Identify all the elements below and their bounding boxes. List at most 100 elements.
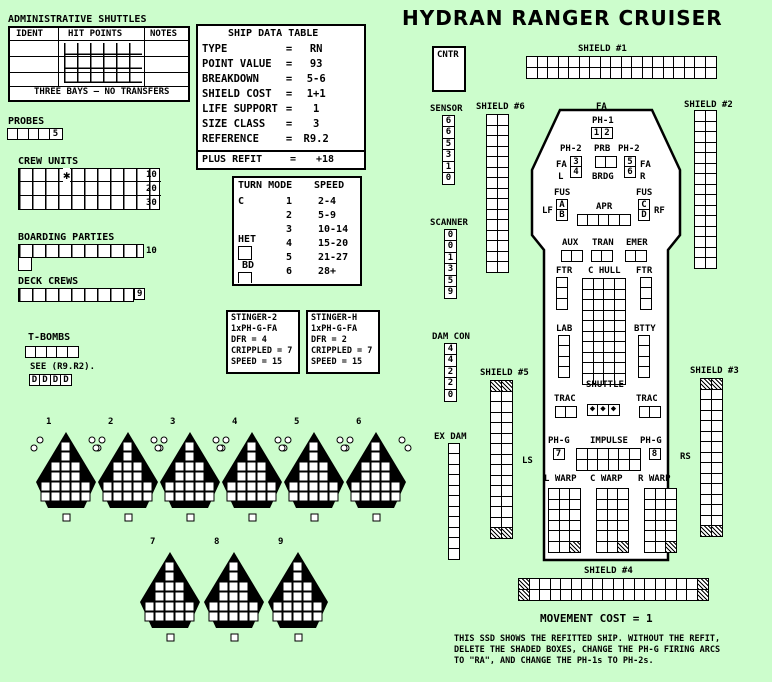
lf-label: LF	[542, 206, 553, 216]
cwarp-boxes	[596, 488, 629, 553]
mode-c: C	[238, 196, 245, 207]
crew-mark-20: 20	[146, 184, 157, 194]
shield3-box	[710, 525, 723, 537]
fighter-number: 9	[278, 537, 283, 547]
fa-right-label: FA	[640, 160, 651, 170]
fighter-number: 7	[150, 537, 155, 547]
admin-shuttles-table: IDENT HIT POINTS NOTES THREE BAYS — NO T…	[8, 26, 190, 102]
boarding-mark: 10	[146, 246, 157, 256]
deck-crews-mark: 9	[134, 288, 146, 300]
aux-label: AUX	[562, 238, 579, 248]
turn-mode-header: TURN MODE	[238, 180, 293, 191]
ssd-title: HYDRAN RANGER CRUISER	[402, 6, 723, 30]
stingerh-line: STINGER-H	[311, 313, 358, 323]
ph1-boxes: 1 2	[590, 127, 613, 139]
ship-data-heading: SHIP DATA TABLE	[228, 28, 319, 39]
ship-data-key: SIZE CLASS	[202, 118, 266, 130]
emer-boxes	[624, 250, 647, 262]
rs-label: RS	[680, 452, 691, 462]
shield3-boxes	[700, 378, 723, 537]
admin-notes-header: NOTES	[150, 29, 178, 39]
exdam-track	[448, 442, 460, 560]
movement-cost: MOVEMENT COST = 1	[540, 612, 653, 625]
fus-right-label: FUS	[636, 188, 653, 198]
btty-box	[638, 366, 650, 378]
damcon-box: 2	[444, 377, 457, 390]
deck-crews-label: DECK CREWS	[18, 276, 79, 287]
fighter-7: 7	[140, 537, 200, 642]
exdam-box	[448, 547, 460, 560]
mode-het: HET	[238, 234, 257, 245]
shuttle-label: SHUTTLE	[586, 380, 624, 390]
ship-data-row: POINT VALUE=93	[200, 57, 338, 72]
fighter-number: 5	[294, 417, 299, 427]
refit-note-2: DELETE THE SHADED BOXES, CHANGE THE PH-G…	[454, 645, 721, 655]
apr-label: APR	[596, 202, 613, 212]
refit-note-1: THIS SSD SHOWS THE REFITTED SHIP. WITHOU…	[454, 634, 721, 644]
crew-mark-10: 10	[146, 170, 157, 180]
prb-boxes	[594, 156, 617, 168]
shield4-label: SHIELD #4	[584, 566, 633, 576]
emer-label: EMER	[626, 238, 648, 248]
phg-left-box: 7	[552, 448, 565, 460]
impulse-box	[628, 458, 641, 471]
fighter-3: 3	[154, 417, 226, 522]
btty-label: BTTY	[634, 324, 656, 334]
stingerh-line: SPEED = 15	[311, 357, 363, 367]
l-left-label: L	[558, 172, 564, 182]
refit-value: +18	[316, 154, 335, 165]
boarding-parties-boxes	[18, 244, 144, 258]
stingerh-line: CRIPPLED = 7	[311, 346, 373, 356]
ftr-right-label: FTR	[636, 266, 653, 276]
sensor-box: 0	[442, 172, 455, 185]
lwarp-box	[569, 540, 581, 553]
fighter-number: 4	[232, 417, 238, 427]
ship-data-key: POINT VALUE	[202, 58, 272, 70]
tbombs-d-boxes: D D D D	[28, 374, 72, 386]
sensor-box: 3	[442, 149, 455, 162]
trac-left-boxes	[554, 406, 577, 418]
btty-boxes	[638, 334, 650, 378]
turn-mode-speed: 21-27	[318, 252, 349, 263]
ship-data-key: TYPE	[202, 43, 228, 55]
shield2-box	[704, 257, 717, 269]
refit-note-3: TO "RA", AND CHANGE THE PH-1s TO PH-2s.	[454, 656, 654, 666]
ph2-left-boxes: 3 4	[570, 155, 582, 178]
chull-box	[613, 372, 626, 385]
shield1-label: SHIELD #1	[578, 44, 627, 54]
ship-data-value: 5-6	[306, 73, 326, 85]
shield3-label: SHIELD #3	[690, 366, 739, 376]
speed-header: SPEED	[314, 180, 345, 191]
shield2-boxes	[694, 110, 717, 269]
sensor-label: SENSOR	[430, 104, 463, 114]
cntr-label: CNTR	[437, 50, 459, 60]
scanner-box: 9	[444, 286, 457, 299]
cntr-box: CNTR	[432, 46, 466, 92]
impulse-boxes	[576, 448, 641, 471]
shield2-label: SHIELD #2	[684, 100, 733, 110]
aux-boxes	[560, 250, 583, 262]
admin-hitpoints-header: HIT POINTS	[68, 29, 123, 39]
rwarp-label: R WARP	[638, 474, 671, 484]
admin-shuttles-footer: THREE BAYS — NO TRANSFERS	[34, 87, 170, 97]
fighter-number: 3	[170, 417, 175, 427]
scanner-label: SCANNER	[430, 218, 468, 228]
turn-mode-speed: 5-9	[318, 210, 337, 221]
ship-data-row: LIFE SUPPORT=1	[200, 102, 338, 117]
stingerh-line: DFR = 2	[311, 335, 347, 345]
ftr-left-label: FTR	[556, 266, 573, 276]
admin-shuttle-boxes	[64, 43, 142, 83]
shield1-box	[704, 66, 717, 79]
fighter-9: 9	[268, 537, 328, 642]
tran-boxes	[590, 250, 613, 262]
ph2-right-label: PH-2	[618, 144, 640, 154]
cwarp-label: C WARP	[590, 474, 623, 484]
ship-data-row: SHIELD COST=1+1	[200, 87, 338, 102]
exdam-label: EX DAM	[434, 432, 467, 442]
ph2-right-boxes: 5 6	[624, 155, 636, 178]
shield4-boxes	[518, 578, 709, 601]
